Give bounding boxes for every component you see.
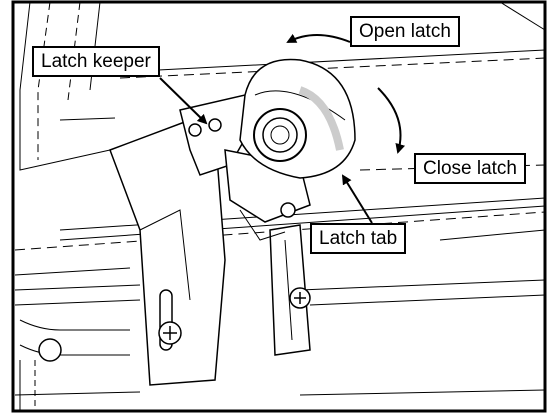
latch-tab-leader <box>341 174 373 224</box>
bolt-head-icon <box>38 287 311 362</box>
close-latch-label: Close latch <box>414 153 526 184</box>
close-latch-rotation-arrow-icon <box>377 87 406 154</box>
latch-keeper-leader <box>159 77 208 125</box>
latch-knob[interactable] <box>239 58 356 179</box>
latch-keeper-label: Latch keeper <box>32 46 160 77</box>
open-latch-label: Open latch <box>350 16 460 47</box>
latch-tab-label: Latch tab <box>310 223 407 254</box>
open-latch-rotation-arrow-icon <box>286 33 351 43</box>
mounting-bracket-right <box>269 224 311 356</box>
frame-rails <box>14 279 546 411</box>
